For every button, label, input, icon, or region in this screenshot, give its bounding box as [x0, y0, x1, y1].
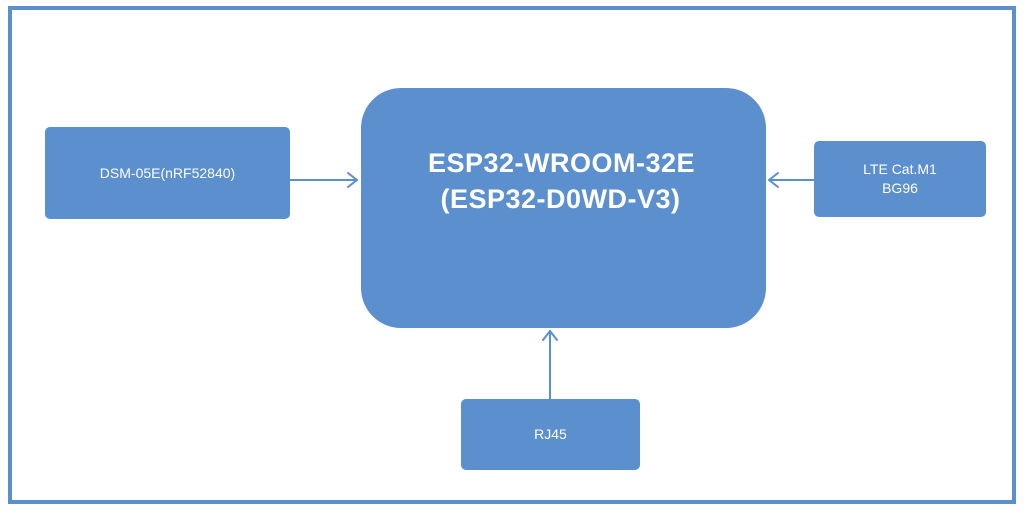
lte-module-label: LTE Cat.M1	[863, 161, 937, 177]
rj45-label: RJ45	[534, 426, 567, 442]
esp32-module-name: ESP32-WROOM-32E	[427, 148, 696, 178]
esp32-chip-name: (ESP32-D0WD-V3)	[440, 184, 681, 214]
lte-module-block: LTE Cat.M1 BG96	[814, 141, 986, 217]
dsm-module-block: DSM-05E(nRF52840)	[45, 127, 290, 219]
rj45-block: RJ45	[461, 399, 640, 470]
dsm-module-label: DSM-05E(nRF52840)	[99, 164, 236, 181]
esp32-module-block: ESP32-WROOM-32E (ESP32-D0WD-V3)	[361, 88, 766, 328]
lte-module-model: BG96	[882, 180, 918, 196]
